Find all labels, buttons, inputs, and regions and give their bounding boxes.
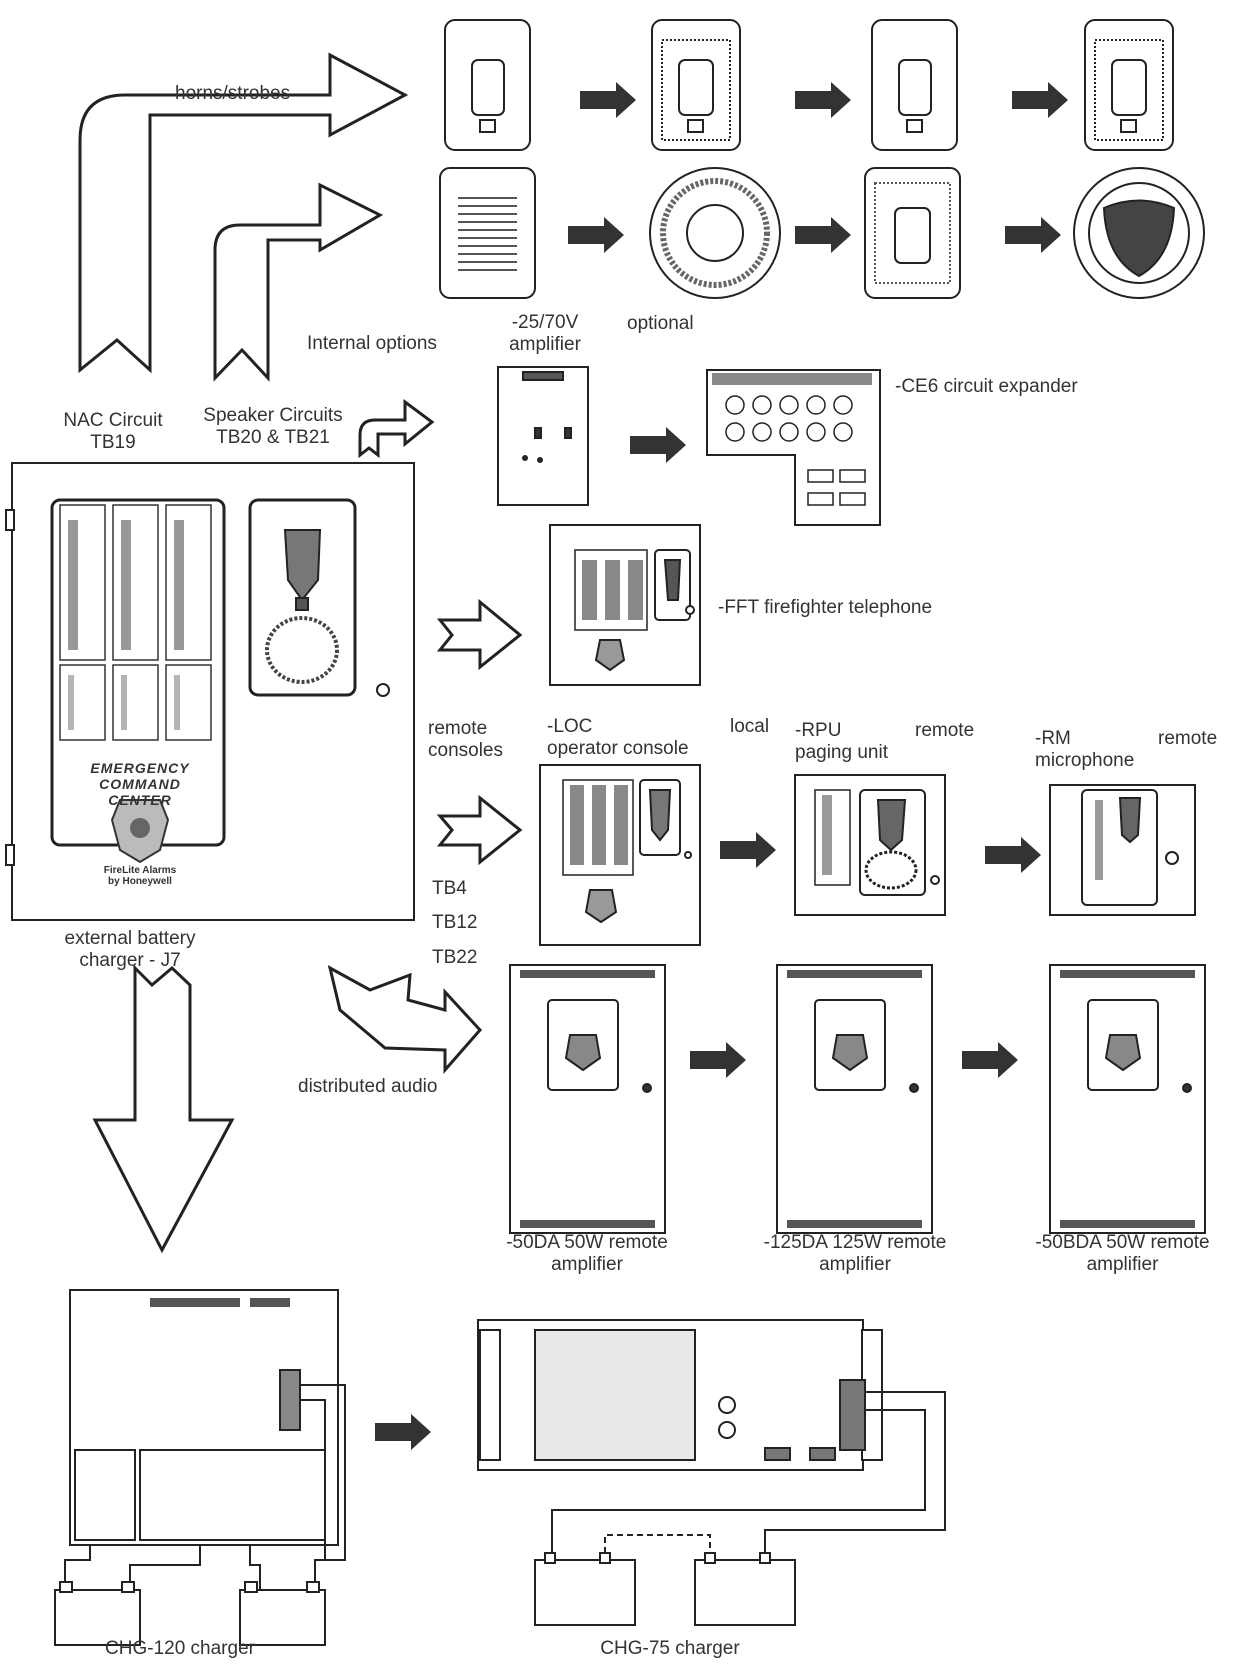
- panel-title: EMERGENCY COMMAND CENTER: [70, 760, 210, 808]
- amp50da-line2: amplifier: [551, 1254, 623, 1275]
- rpu-label: -RPU paging unit: [795, 720, 888, 764]
- internal-options-label: Internal options: [307, 333, 437, 354]
- loc-line1: -LOC: [547, 716, 593, 737]
- optional-label: optional: [627, 313, 694, 334]
- amp125da-line2: amplifier: [819, 1254, 891, 1275]
- chg120-label: CHG-120 charger: [105, 1638, 255, 1659]
- remote-consoles-line1: remote: [428, 718, 488, 739]
- speaker-circuits-label: Speaker Circuits TB20 & TB21: [188, 405, 358, 449]
- rpu-remote-label: remote: [915, 720, 975, 741]
- remote-consoles-line2: consoles: [428, 740, 503, 761]
- fft-label: -FFT firefighter telephone: [718, 597, 933, 618]
- nac-circuit-arrow: [78, 52, 409, 374]
- amp125da-line1: -125DA 125W remote: [763, 1232, 947, 1253]
- horn-strobe-row: [444, 19, 1174, 151]
- amplifier-125da: [776, 964, 933, 1234]
- amp-25-70v-line2: amplifier: [509, 334, 581, 355]
- chg-75-charger: [477, 1319, 946, 1626]
- rpu-line1: -RPU: [795, 720, 842, 741]
- amp-25-70v-label: -25/70V amplifier: [490, 312, 600, 356]
- speaker-row-arrows: [568, 217, 1061, 253]
- main-control-panel: [5, 462, 415, 921]
- remote-consoles-label: remote consoles: [428, 718, 503, 762]
- amp-25-70v-line1: -25/70V: [511, 312, 579, 333]
- rm-line2: microphone: [1035, 750, 1135, 771]
- chg75-label: CHG-75 charger: [600, 1638, 740, 1659]
- ext-battery-label: external battery charger - J7: [45, 928, 215, 972]
- distributed-audio-label: distributed audio: [298, 1076, 438, 1097]
- panel-brand: FireLite Alarms by Honeywell: [80, 865, 200, 887]
- loc-operator-console: [539, 764, 701, 946]
- chg-120-charger: [54, 1289, 346, 1646]
- ext-battery-line2: charger - J7: [79, 950, 181, 971]
- amp50bda-label: -50BDA 50W remote amplifier: [1015, 1232, 1230, 1276]
- tb22-label: TB22: [432, 947, 478, 968]
- internal-options-arrow: [358, 399, 435, 459]
- rm-remote-microphone: [1049, 784, 1196, 916]
- amp125da-label: -125DA 125W remote amplifier: [740, 1232, 970, 1276]
- tb12-label: TB12: [432, 912, 478, 933]
- nac-circuit-line1: NAC Circuit: [63, 410, 163, 431]
- speaker-circuits-line2: TB20 & TB21: [216, 427, 330, 448]
- amp50da-line1: -50DA 50W remote: [506, 1232, 668, 1253]
- loc-label: -LOC operator console: [547, 716, 689, 760]
- local-label: local: [730, 716, 770, 737]
- nac-circuit-line2: TB19: [90, 432, 136, 453]
- rpu-line2: paging unit: [795, 742, 888, 763]
- rm-line1: -RM: [1035, 728, 1071, 749]
- nac-circuit-label: NAC Circuit TB19: [48, 410, 178, 454]
- amp50da-label: -50DA 50W remote amplifier: [482, 1232, 692, 1276]
- fft-arrow: [436, 598, 523, 671]
- panel-title-line1: EMERGENCY: [90, 760, 190, 776]
- ce6-label: -CE6 circuit expander: [895, 376, 1078, 397]
- panel-title-line2: COMMAND CENTER: [99, 776, 181, 808]
- amplifier-50da: [509, 964, 666, 1234]
- ext-battery-line1: external battery: [64, 928, 196, 949]
- panel-brand-line1: FireLite Alarms: [103, 865, 177, 876]
- speaker-circuits-arrow: [213, 182, 384, 382]
- loc-line2: operator console: [547, 738, 689, 759]
- horns-strobes-label: horns/strobes: [175, 83, 291, 104]
- speaker-circuits-line1: Speaker Circuits: [203, 405, 343, 426]
- amplifier-50bda: [1049, 964, 1206, 1234]
- amp-25-70v-board: [497, 366, 589, 506]
- rm-label: -RM microphone: [1035, 728, 1134, 772]
- rpu-remote-paging-unit: [794, 774, 946, 916]
- panel-brand-line2: by Honeywell: [108, 876, 172, 887]
- fft-firefighter-telephone: [549, 524, 701, 686]
- ce6-circuit-expander: [706, 369, 881, 526]
- amp50bda-line1: -50BDA 50W remote: [1035, 1232, 1210, 1253]
- speaker-row: [439, 167, 1205, 299]
- rm-remote-label: remote: [1158, 728, 1218, 749]
- remote-consoles-arrow: [436, 794, 523, 866]
- external-charger-arrow: [92, 964, 235, 1254]
- distributed-audio-arrow: [327, 965, 483, 1074]
- amp50bda-line2: amplifier: [1086, 1254, 1159, 1275]
- tb4-label: TB4: [432, 878, 467, 899]
